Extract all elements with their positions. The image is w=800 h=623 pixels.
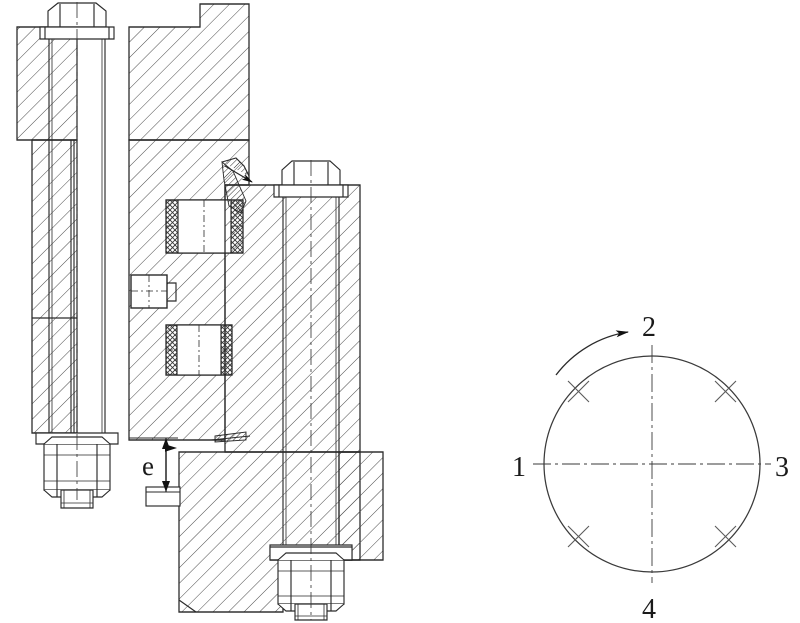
keyway-square-detail bbox=[130, 274, 177, 309]
sequence-label-3: 3 bbox=[775, 452, 789, 483]
joint-gasket-sliver bbox=[210, 431, 251, 443]
bolt-centerlines bbox=[76, 2, 312, 620]
bolt-tightening-sequence bbox=[533, 330, 771, 583]
lower-o-ring-seal bbox=[165, 324, 233, 376]
rotation-arrow bbox=[555, 330, 629, 376]
sequence-tick-marks bbox=[567, 380, 737, 548]
upper-left-bolt-shank bbox=[48, 39, 106, 433]
tick-225 bbox=[567, 525, 590, 548]
dimension-e-label: e bbox=[142, 451, 154, 481]
lower-right-hex-nut bbox=[269, 544, 353, 612]
bolted-flange-cross-section bbox=[16, 2, 384, 621]
tick-135 bbox=[567, 380, 590, 403]
tick-45 bbox=[714, 380, 737, 403]
tick-315 bbox=[714, 525, 737, 548]
lower-stop-tab bbox=[145, 486, 181, 507]
sequence-label-1: 1 bbox=[512, 452, 526, 483]
sequence-label-4: 4 bbox=[642, 594, 656, 623]
upper-o-ring-seal bbox=[165, 199, 244, 254]
sequence-label-2: 2 bbox=[642, 312, 656, 343]
dimension-e bbox=[129, 437, 180, 493]
right-riser-body bbox=[224, 184, 361, 453]
sequence-centerlines bbox=[533, 345, 771, 583]
